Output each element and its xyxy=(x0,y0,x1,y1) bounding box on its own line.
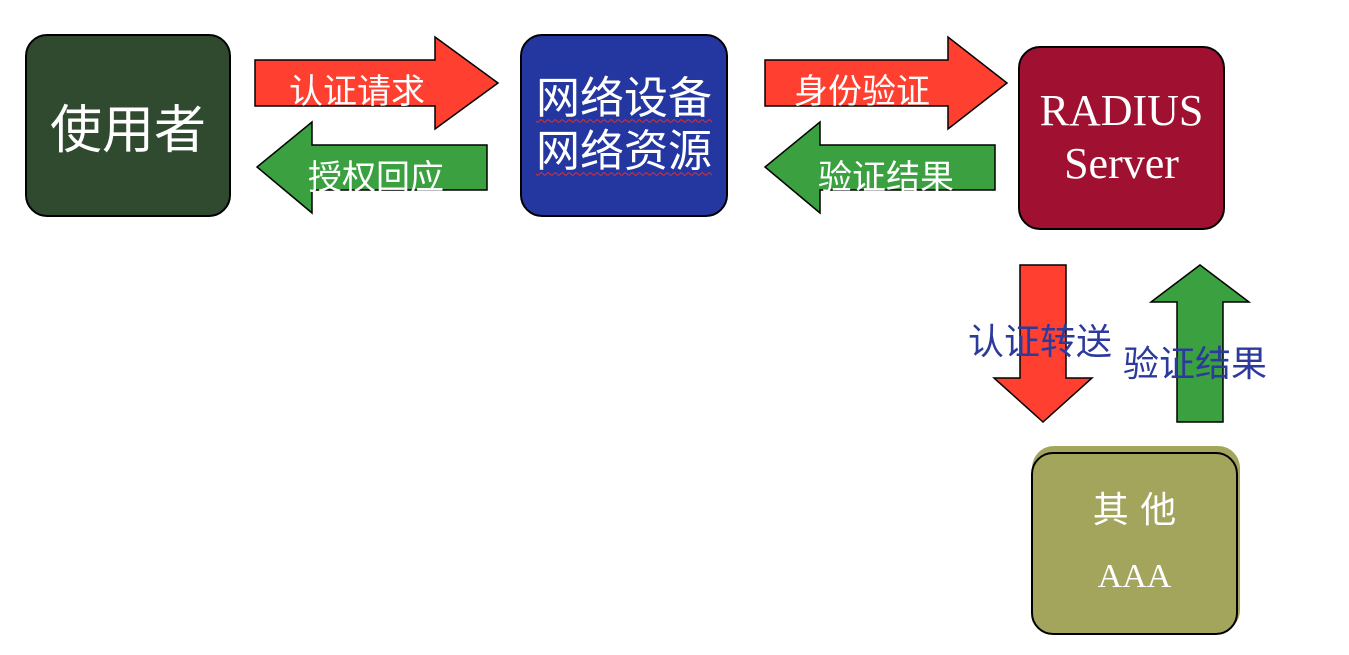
network-resource-label: 网络资源 xyxy=(536,125,712,177)
user-node: 使用者 xyxy=(25,34,231,217)
verify-result-down-label: 验证结果 xyxy=(1123,344,1268,385)
auth-forward-label: 认证转送 xyxy=(968,322,1113,363)
auth-forward-arrow xyxy=(992,264,1094,424)
identity-verify-arrow xyxy=(764,35,1009,131)
user-node-label: 使用者 xyxy=(49,101,206,161)
server-label: Server xyxy=(1064,139,1179,188)
verify-result-left-arrow xyxy=(763,120,996,215)
network-device-node: 网络设备 网络资源 xyxy=(520,34,728,217)
auth-reply-arrow xyxy=(255,120,488,215)
verify-result-up-arrow xyxy=(1148,264,1252,423)
auth-request-label: 认证请求 xyxy=(289,72,425,112)
aaa-label: AAA xyxy=(1097,558,1172,596)
auth-request-arrow xyxy=(254,35,500,131)
auth-reply-label: 授权回应 xyxy=(308,158,444,198)
other-label: 其 他 xyxy=(1092,490,1177,531)
other-aaa-node: 其 他 AAA xyxy=(1031,452,1238,635)
verify-result-left-label: 验证结果 xyxy=(818,158,954,198)
radius-server-node: RADIUS Server xyxy=(1018,46,1225,230)
network-device-label: 网络设备 xyxy=(536,72,712,124)
radius-label: RADIUS xyxy=(1039,86,1204,136)
identity-verify-label: 身份验证 xyxy=(794,72,930,112)
